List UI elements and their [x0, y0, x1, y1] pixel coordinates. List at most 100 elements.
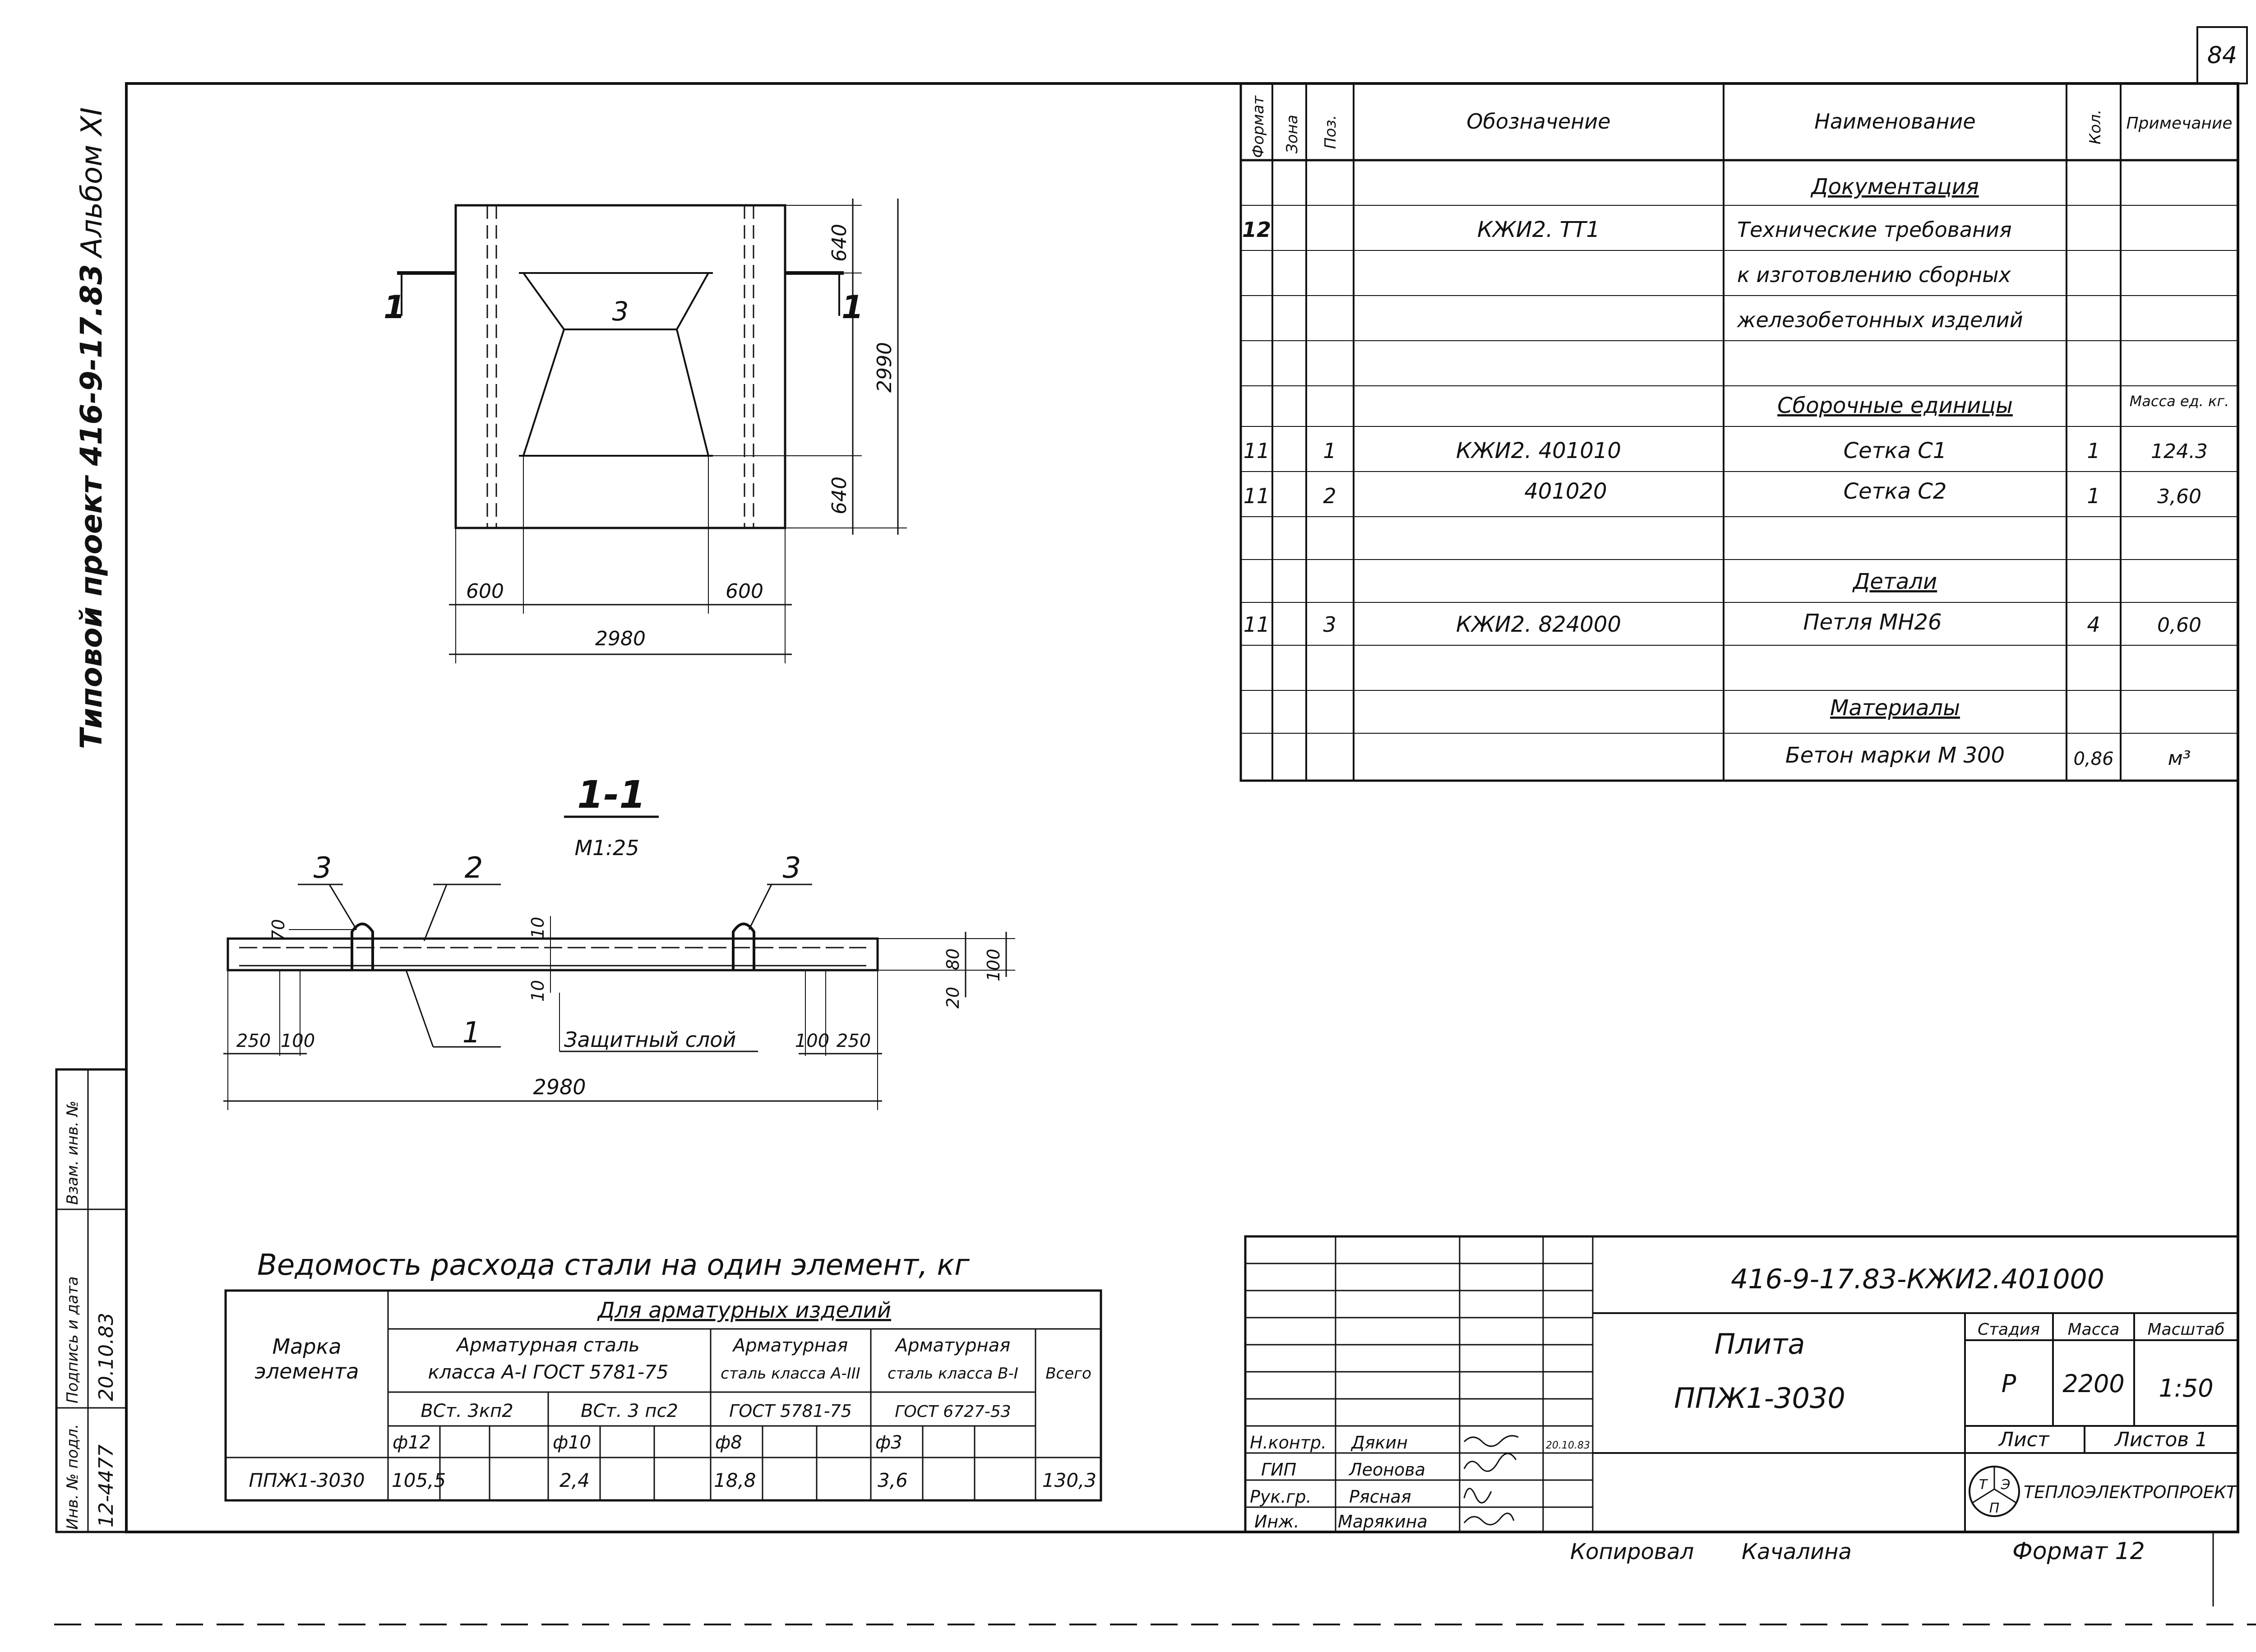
side-stamp: Инв. № подл. Подпись и дата Взам. инв. №…	[55, 1068, 128, 1533]
section-dim-250-left: 250	[236, 1031, 271, 1051]
steel-v10: 2,4	[559, 1469, 590, 1491]
spec-part-note: 0,60	[2157, 614, 2201, 637]
spec-row1-pos: 1	[1323, 439, 1336, 463]
spec-head-name: Наименование	[1814, 109, 1975, 134]
spec-row1-note: 124.3	[2151, 440, 2208, 463]
stamp-head-inv: Инв. № подл.	[64, 1424, 82, 1530]
footer-copied: Копировал	[1570, 1539, 1694, 1564]
tb-name-role-3: Рясная	[1349, 1487, 1411, 1507]
spec-material-name: Бетон марки М 300	[1785, 743, 2005, 768]
spec-sec-materials: Материалы	[1830, 695, 1960, 721]
plan-dim-640-top: 640	[828, 224, 851, 262]
section-dim-100-r2: 100	[795, 1031, 829, 1051]
tb-name-role-2: Леонова	[1348, 1460, 1425, 1480]
section-1-1: 1-1 М1:25 3 2 3 1 70 10 10 80 20 100	[223, 773, 1015, 1110]
steel-title: Ведомость расхода стали на один элемент,…	[257, 1249, 970, 1282]
stamp-sign-date: 20.10.83	[95, 1313, 118, 1401]
steel-gost3: ГОСТ 6727-53	[895, 1402, 1011, 1421]
tb-mass-h: Масса	[2068, 1320, 2120, 1339]
section-mark-3-right: 3	[783, 851, 801, 885]
plate-plan: 3 1 1 640 2990 640 600 600 2980	[384, 199, 907, 663]
spec-part-pos: 3	[1323, 612, 1336, 637]
logo-letter-p: П	[1989, 1500, 2000, 1516]
tb-role-2: ГИП	[1261, 1460, 1296, 1480]
specification-table: Формат Зона Поз. Обозначение Наименовани…	[1239, 82, 2239, 782]
tb-org: ТЕПЛОЭЛЕКТРОПРОЕКТ	[2024, 1482, 2238, 1502]
steel-d8: ф8	[715, 1432, 742, 1453]
page-number-box: 84	[2196, 26, 2248, 84]
steel-v8: 18,8	[714, 1469, 756, 1491]
tb-role-3: Рук.гр.	[1250, 1487, 1312, 1507]
tb-role-1: Н.контр.	[1250, 1433, 1327, 1453]
spec-head-designation: Обозначение	[1466, 109, 1610, 134]
spec-mass-unit-note: Масса ед. кг.	[2130, 393, 2229, 410]
signatures	[1463, 1435, 1519, 1526]
tb-name-2: ППЖ1-3030	[1674, 1382, 1845, 1415]
section-dim-10-top: 10	[528, 917, 548, 939]
spec-row1-designation: КЖИ2. 401010	[1456, 438, 1621, 463]
spec-part-qty: 4	[2087, 612, 2100, 637]
steel-v3: 3,6	[878, 1469, 908, 1491]
stamp-head-sign: Подпись и дата	[64, 1276, 82, 1403]
tb-name-1: Плита	[1715, 1328, 1805, 1360]
section-cover-label: Защитный слой	[564, 1027, 736, 1052]
footer-format: Формат 12	[2012, 1538, 2145, 1565]
org-logo: Т Э П	[1969, 1466, 2020, 1517]
steel-grade2: ВСт. 3 пс2	[581, 1401, 678, 1421]
steel-group-head: Для арматурных изделий	[597, 1298, 891, 1323]
section-dim-70: 70	[268, 919, 288, 941]
logo-letter-e: Э	[2001, 1477, 2011, 1493]
steel-mark-head-2: элемента	[254, 1359, 359, 1384]
section-mark-2: 2	[465, 851, 483, 885]
tb-sheets-h: Листов 1	[2114, 1428, 2208, 1451]
spec-row2-name: Сетка С2	[1844, 479, 1947, 504]
steel-gost2: ГОСТ 5781-75	[729, 1401, 852, 1421]
steel-d3: ф3	[875, 1432, 902, 1453]
steel-total: 130,3	[1042, 1469, 1096, 1491]
steel-class1-l1: Арматурная сталь	[455, 1334, 640, 1356]
spec-row1-name: Сетка С1	[1844, 438, 1947, 463]
section-scale: М1:25	[575, 836, 639, 860]
tb-scale: 1:50	[2159, 1374, 2213, 1402]
tb-name-role-1: Дякин	[1350, 1433, 1408, 1453]
tb-name-role-4: Марякина	[1338, 1512, 1428, 1532]
sheet-frame	[54, 82, 2256, 1625]
steel-mark-head-1: Марка	[272, 1334, 341, 1359]
tb-date-note: 20.10.83	[1546, 1440, 1590, 1451]
section-dim-80: 80	[943, 949, 963, 970]
tb-scale-h: Масштаб	[2147, 1320, 2224, 1339]
plan-loop-mark: 3	[612, 296, 629, 327]
spec-head-pos: Поз.	[1322, 115, 1340, 149]
steel-total-head: Всего	[1045, 1365, 1091, 1383]
spec-part-format: 11	[1244, 612, 1270, 637]
spec-row2-pos: 2	[1323, 484, 1336, 508]
spec-doc-name-3: железобетонных изделий	[1737, 308, 2023, 332]
album-label: Альбом XI	[75, 107, 109, 259]
steel-class3-l2: сталь класса В-I	[888, 1365, 1018, 1383]
spec-material-qty: 0,86	[2073, 749, 2113, 769]
plan-dim-600-left: 600	[466, 580, 504, 603]
steel-table: Ведомость расхода стали на один элемент,…	[224, 1249, 1102, 1502]
tb-role-4: Инж.	[1254, 1512, 1299, 1532]
spec-head-zone: Зона	[1283, 115, 1301, 153]
spec-sec-docs: Документация	[1810, 174, 1979, 199]
section-dim-10-bottom: 10	[528, 980, 548, 1002]
tb-stage: Р	[2002, 1370, 2016, 1398]
spec-row1-qty: 1	[2087, 439, 2100, 463]
steel-class1-l2: класса А-I ГОСТ 5781-75	[428, 1361, 668, 1383]
section-dim-100-right: 100	[984, 949, 1003, 981]
spec-row2-note: 3,60	[2157, 485, 2201, 508]
steel-d12: ф12	[393, 1432, 431, 1453]
spec-doc-name-2: к изготовлению сборных	[1737, 263, 2011, 287]
tb-stage-h: Стадия	[1978, 1320, 2040, 1339]
spec-head-qty: Кол.	[2086, 110, 2104, 144]
spec-material-note: м³	[2168, 747, 2191, 770]
stamp-inv-no: 12-4477	[95, 1444, 118, 1527]
steel-grade1: ВСт. 3кп2	[421, 1401, 513, 1421]
title-block: 416-9-17.83-КЖИ2.401000 Плита ППЖ1-3030 …	[1244, 1235, 2239, 1533]
spec-sec-units: Сборочные единицы	[1777, 393, 2013, 418]
plan-dim-2980: 2980	[595, 627, 646, 650]
section-dim-100-left: 100	[281, 1031, 315, 1051]
spec-doc-name-1: Технические требования	[1737, 217, 2012, 242]
spec-doc-format: 12	[1242, 217, 1271, 242]
